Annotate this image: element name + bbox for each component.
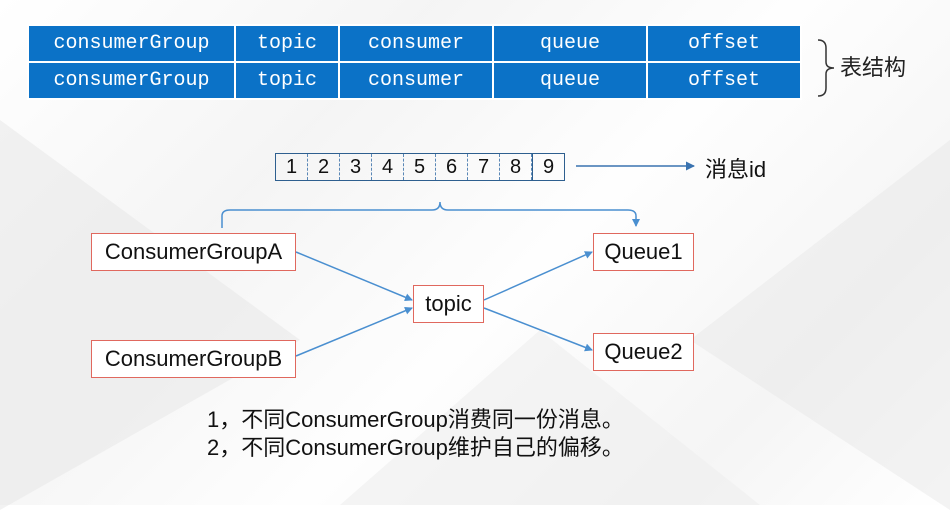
id-brace — [221, 201, 640, 228]
table-cell: consumerGroup — [29, 63, 234, 98]
consumer-group-b-node: ConsumerGroupB — [91, 340, 296, 378]
arrow-cgb-to-topic — [295, 306, 413, 357]
note-line: 1，不同ConsumerGroup消费同一份消息。 — [207, 407, 624, 432]
consumer-group-a-node: ConsumerGroupA — [91, 233, 296, 271]
table-cell: offset — [648, 63, 800, 98]
table-structure-label: 表结构 — [840, 55, 907, 80]
table-cell: offset — [648, 26, 800, 61]
table-cell: queue — [494, 63, 646, 98]
message-id-cell: 1 — [276, 154, 308, 180]
notes: 1，不同ConsumerGroup消费同一份消息。 2，不同ConsumerGr… — [207, 406, 624, 462]
message-id-cell: 8 — [500, 154, 532, 180]
queue2-node: Queue2 — [593, 333, 694, 371]
table-cell: consumer — [340, 63, 492, 98]
message-id-cell: 2 — [308, 154, 340, 180]
message-id-strip: 1 2 3 4 5 6 7 8 9 — [275, 153, 565, 181]
message-id-cell: 6 — [436, 154, 468, 180]
table-cell: topic — [236, 26, 338, 61]
table-cell: topic — [236, 63, 338, 98]
message-id-cell: 9 — [532, 154, 564, 180]
table-cell: consumerGroup — [29, 26, 234, 61]
message-id-label: 消息id — [705, 157, 767, 182]
message-id-cell: 3 — [340, 154, 372, 180]
table-cell: consumer — [340, 26, 492, 61]
background-facet — [0, 120, 300, 510]
topic-node: topic — [413, 285, 484, 323]
arrow-cga-to-topic — [295, 251, 413, 302]
message-id-cell: 7 — [468, 154, 500, 180]
queue1-node: Queue1 — [593, 233, 694, 271]
table-brace — [817, 39, 835, 97]
note-line: 2，不同ConsumerGroup维护自己的偏移。 — [207, 435, 624, 460]
message-id-cell: 4 — [372, 154, 404, 180]
structure-table: consumerGroup topic consumer queue offse… — [27, 24, 802, 100]
table-row: consumerGroup topic consumer queue offse… — [29, 26, 800, 61]
table-row: consumerGroup topic consumer queue offse… — [29, 63, 800, 98]
arrow-topic-to-queue2 — [483, 307, 593, 352]
arrow-topic-to-queue1 — [483, 251, 593, 301]
table-cell: queue — [494, 26, 646, 61]
message-id-cell: 5 — [404, 154, 436, 180]
